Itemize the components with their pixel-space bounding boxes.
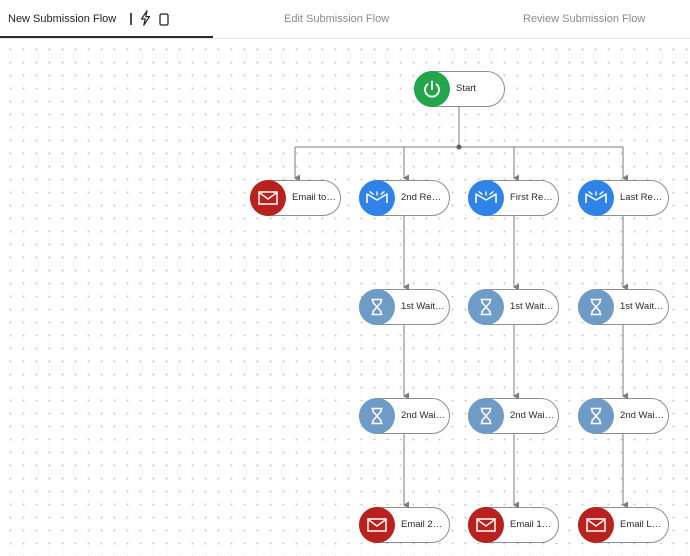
flow-node-email[interactable]: Email 2…: [359, 507, 450, 543]
node-label: First Re…: [510, 192, 553, 203]
node-label: 1st Wait…: [401, 301, 445, 312]
node-label: Email 1…: [510, 519, 552, 530]
flow-node-wait[interactable]: 2nd Wai…: [578, 398, 669, 434]
flow-node-email[interactable]: Email L…: [578, 507, 669, 543]
tab-label: Review Submission Flow: [523, 13, 646, 25]
flow-node-recipient[interactable]: First Re…: [468, 180, 559, 216]
hourglass-icon: [468, 398, 504, 434]
node-label: 2nd Wai…: [510, 410, 554, 421]
lightning-icon[interactable]: [139, 10, 151, 26]
flow-node-wait[interactable]: 2nd Wai…: [359, 398, 450, 434]
active-tab-indicator: [0, 36, 213, 38]
hourglass-icon: [578, 289, 614, 325]
tab-bar: New Submission Flow Edit Submission Flow…: [0, 0, 690, 39]
flow-node-wait[interactable]: 1st Wait…: [468, 289, 559, 325]
node-label: 2nd Re…: [401, 192, 442, 203]
flow-node-wait[interactable]: 1st Wait…: [578, 289, 669, 325]
hourglass-icon: [468, 289, 504, 325]
flow-canvas[interactable]: [0, 39, 690, 556]
flow-node-email[interactable]: Email 1…: [468, 507, 559, 543]
node-label: Last Re…: [620, 192, 663, 203]
recipient-split-icon: [468, 180, 504, 216]
flow-node-recipient[interactable]: 2nd Re…: [359, 180, 450, 216]
envelope-icon: [250, 180, 286, 216]
text-cursor-icon[interactable]: [125, 12, 137, 26]
flow-node-wait[interactable]: 1st Wait…: [359, 289, 450, 325]
node-label: Email 2…: [401, 519, 443, 530]
node-label: Email to…: [292, 192, 336, 203]
recipient-split-icon: [578, 180, 614, 216]
tab-label: New Submission Flow: [8, 13, 117, 25]
hourglass-icon: [359, 398, 395, 434]
hourglass-icon: [359, 289, 395, 325]
node-label: 1st Wait…: [620, 301, 664, 312]
node-label: Start: [456, 83, 477, 94]
recipient-split-icon: [359, 180, 395, 216]
node-label: 2nd Wai…: [620, 410, 664, 421]
tab-label: Edit Submission Flow: [284, 13, 390, 25]
node-label: 1st Wait…: [510, 301, 554, 312]
envelope-icon: [468, 507, 504, 543]
copy-icon[interactable]: [158, 12, 170, 26]
envelope-icon: [359, 507, 395, 543]
flow-node-wait[interactable]: 2nd Wai…: [468, 398, 559, 434]
envelope-icon: [578, 507, 614, 543]
tab-review-submission-flow[interactable]: Review Submission Flow: [523, 0, 645, 38]
power-icon: [414, 71, 450, 107]
tab-edit-submission-flow[interactable]: Edit Submission Flow: [284, 0, 389, 38]
tab-new-submission-flow[interactable]: New Submission Flow: [8, 0, 116, 38]
flow-node-recipient[interactable]: Last Re…: [578, 180, 669, 216]
hourglass-icon: [578, 398, 614, 434]
node-label: Email L…: [620, 519, 662, 530]
node-label: 2nd Wai…: [401, 410, 445, 421]
flow-node-start[interactable]: Start: [414, 71, 505, 107]
flow-node-email[interactable]: Email to…: [250, 180, 341, 216]
